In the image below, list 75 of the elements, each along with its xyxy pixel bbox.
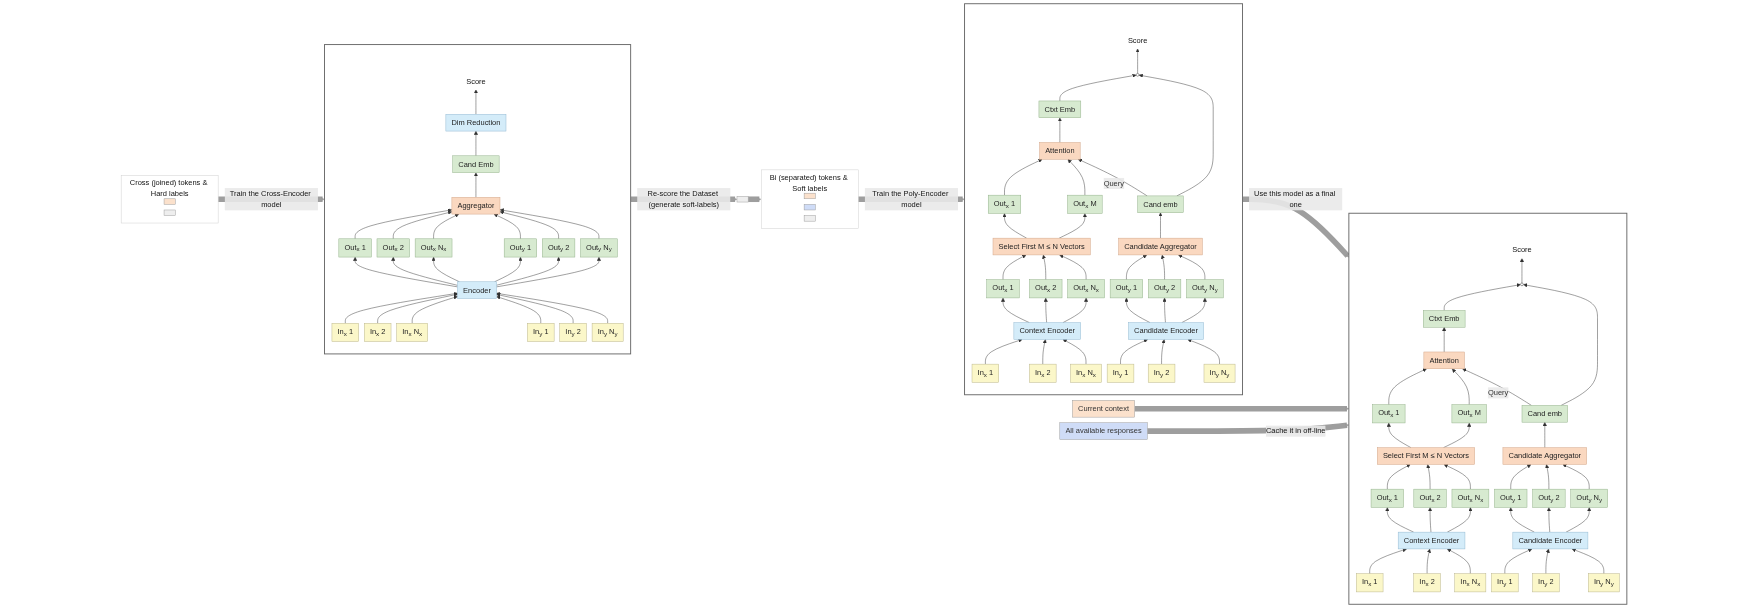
node-box: [1070, 363, 1102, 383]
node-box: [1570, 488, 1608, 508]
cluster: [1348, 212, 1628, 605]
node-box: [736, 196, 749, 203]
node-box: [542, 238, 576, 258]
node-box: [1203, 363, 1236, 383]
node-box: [1491, 573, 1519, 593]
node-box: [1039, 142, 1081, 160]
node-box: [396, 323, 428, 342]
node-box: [457, 281, 497, 299]
node-box: [1072, 400, 1135, 418]
node-box: [1377, 447, 1475, 465]
node-box: [1423, 310, 1466, 328]
cluster: [761, 169, 859, 229]
node-box: [1397, 531, 1466, 550]
node-box: [803, 204, 816, 211]
node-box: [1059, 422, 1148, 440]
node-box: [971, 363, 999, 383]
node-box: [1013, 322, 1081, 340]
node-box: [591, 323, 624, 342]
cluster: [964, 3, 1243, 396]
node-box: [1186, 279, 1224, 299]
node-box: [1067, 194, 1103, 214]
node-box: [1370, 488, 1404, 508]
node-box: [163, 198, 176, 205]
node-box: [1532, 573, 1560, 593]
cluster: [120, 175, 219, 224]
node-box: [1454, 573, 1487, 593]
node-circle: [1520, 282, 1524, 286]
node-box: [1148, 279, 1182, 299]
node-box: [988, 194, 1021, 214]
node-box: [1588, 573, 1620, 593]
node-box: [1109, 279, 1143, 299]
node-box: [452, 155, 500, 173]
node-box: [1106, 363, 1135, 383]
node-box: [803, 215, 816, 222]
node-box: [1038, 100, 1082, 118]
node-box: [1372, 404, 1406, 424]
node-box: [1512, 531, 1589, 550]
node-box: [1532, 488, 1566, 508]
node-box: [1029, 279, 1063, 299]
node-box: [1413, 573, 1441, 593]
node-box: [992, 237, 1091, 256]
node-box: [1067, 279, 1105, 299]
node-box: [1128, 322, 1204, 340]
node-box: [331, 323, 359, 342]
node-box: [1137, 195, 1184, 213]
node-box: [163, 209, 176, 216]
node-box: [803, 192, 816, 199]
node-box: [1451, 404, 1487, 424]
node-box: [1029, 363, 1057, 383]
node-box: [1502, 447, 1587, 465]
node-box: [1494, 488, 1528, 508]
node-box: [1451, 488, 1490, 508]
node-box: [364, 323, 392, 342]
arrow: [1134, 405, 1350, 412]
node-box: [1356, 573, 1384, 593]
node-box: [580, 238, 618, 258]
node-box: [559, 323, 587, 342]
arrow: [746, 196, 762, 203]
node-box: [503, 238, 537, 258]
node-box: [1521, 405, 1568, 423]
node-box: [451, 197, 501, 215]
node-box: [986, 279, 1020, 299]
node-box: [527, 323, 555, 342]
node-box: [1147, 363, 1176, 383]
node-box: [376, 238, 410, 258]
cluster: [324, 44, 632, 355]
node-circle: [1136, 73, 1140, 77]
node-box: [1423, 351, 1465, 369]
node-box: [1118, 237, 1203, 256]
node-box: [445, 114, 507, 132]
node-box: [338, 238, 372, 258]
node-box: [1413, 488, 1447, 508]
node-box: [414, 238, 453, 258]
